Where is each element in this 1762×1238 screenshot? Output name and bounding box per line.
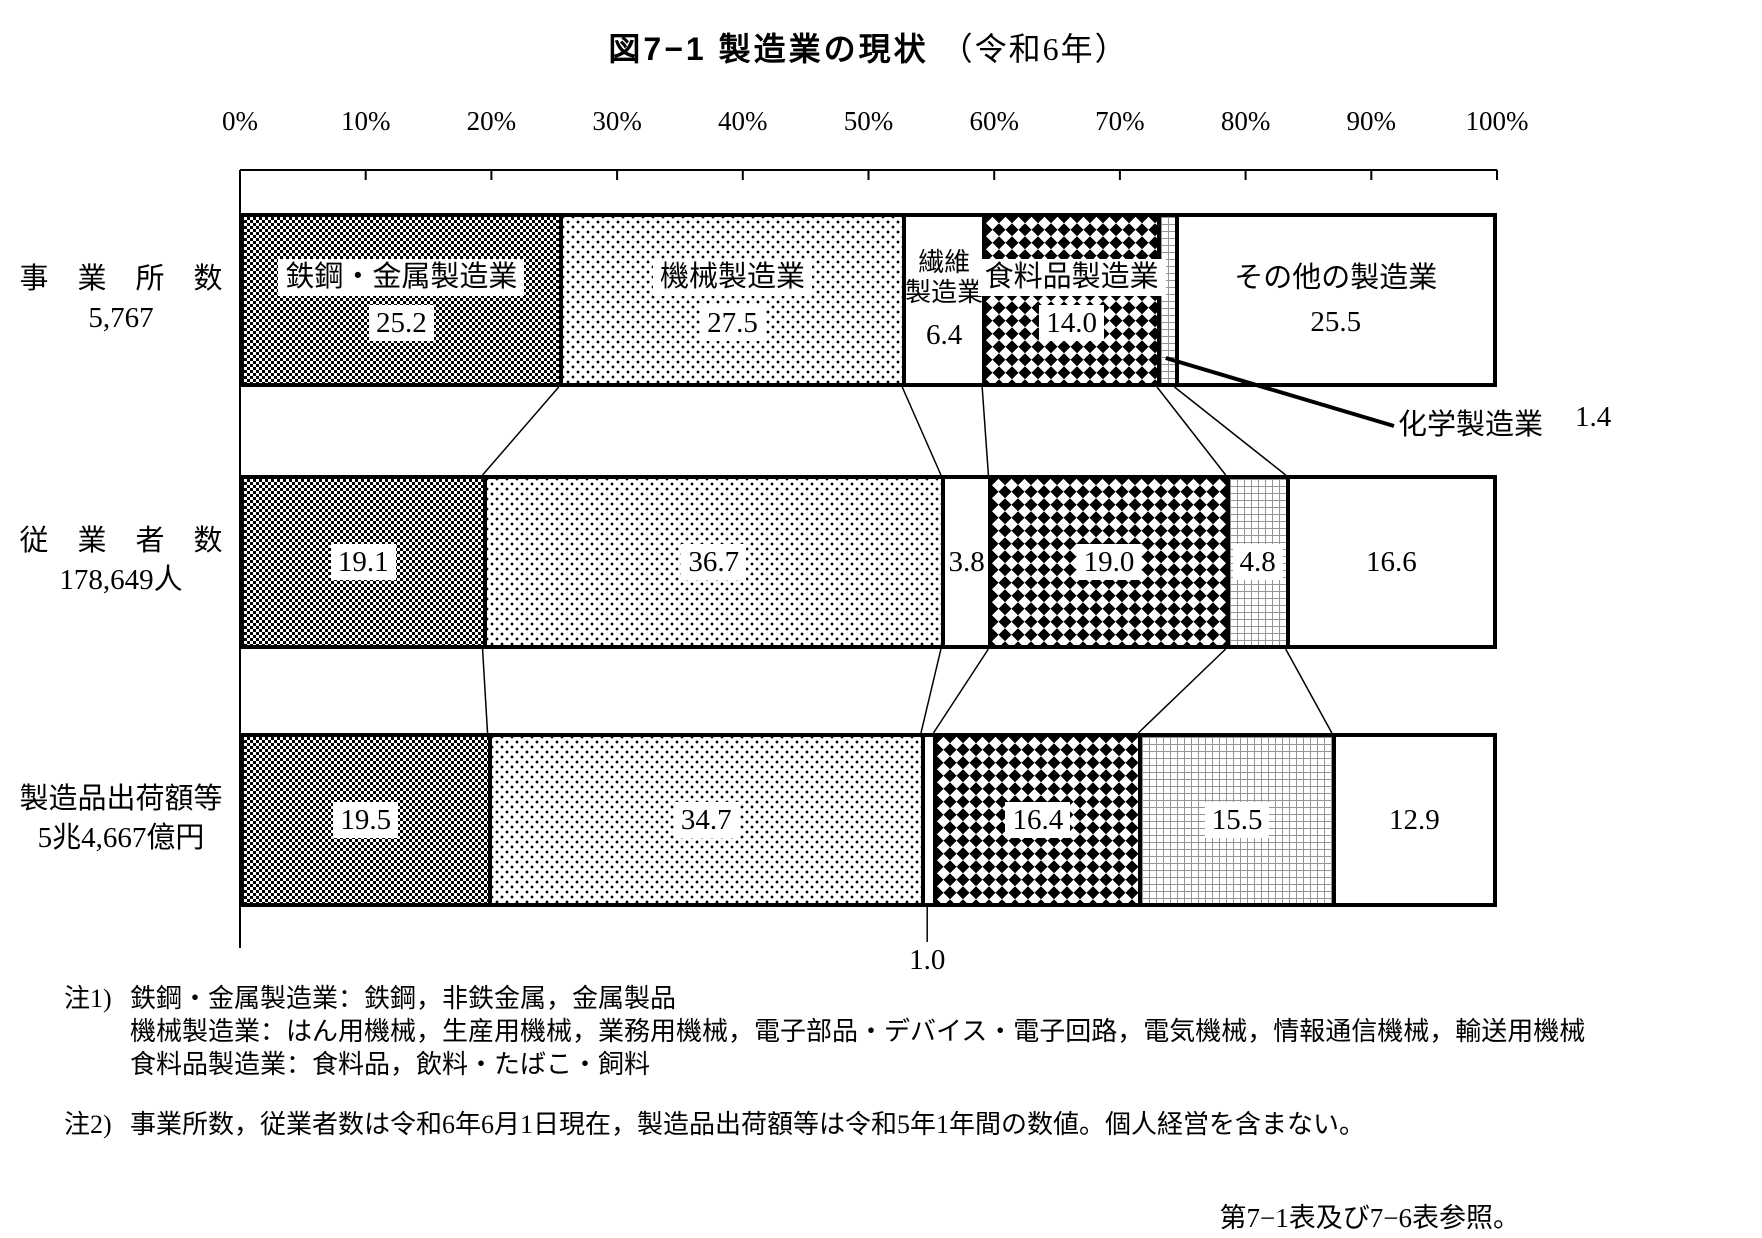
bar-0-segment-1: 機械製造業 27.5 — [558, 217, 903, 383]
note2-label: 注2) — [64, 1110, 112, 1139]
chart-title-era: （令和6年） — [940, 31, 1129, 67]
bar-0-segment-5: その他の製造業 25.5 — [1174, 217, 1493, 383]
chemical-callout-label: 化学製造業 — [1398, 409, 1544, 441]
segment-value-label: 3.8 — [948, 545, 985, 578]
bar-0-segment-0: 鉄鋼・金属製造業 25.2 — [244, 217, 559, 383]
axis-tick-label-50pct: 50% — [843, 106, 894, 136]
axis-tick-label-80pct: 80% — [1220, 106, 1271, 136]
segment-name-label: その他の製造業 — [1234, 262, 1438, 295]
segment-value-label: 34.7 — [673, 801, 739, 839]
segment-value-label: 4.8 — [1232, 543, 1283, 581]
axis-tick-label-60pct: 60% — [969, 106, 1019, 136]
bar-row-label-1: 従 業 者 数 178,649人 — [6, 522, 236, 600]
connector-line — [481, 648, 489, 734]
bar-2-segment-5: 12.9 — [1331, 737, 1493, 903]
note1-label: 注1) — [64, 984, 112, 1013]
note1-line-3: 食料品製造業：食料品，飲料・たばこ・飼料 — [130, 1050, 651, 1079]
row-label-total: 5兆4,667億円 — [37, 822, 205, 855]
axis-tick-label-40pct: 40% — [718, 106, 768, 136]
axis-tick-label-100pct: 100% — [1465, 106, 1529, 136]
row-label-name: 製造品出荷額等 — [19, 783, 223, 815]
chemical-callout: 化学製造業 1.4 — [1398, 401, 1611, 443]
row-label-total: 178,649人 — [59, 564, 183, 597]
bar-0-segment-2: 繊維製造業 6.4 — [902, 217, 984, 383]
chart-title: 図7−1 製造業の現状 （令和6年） — [240, 24, 1497, 70]
row-label-total: 5,767 — [88, 302, 154, 335]
source-reference: 第7−1表及び7−6表参照。 — [1219, 1203, 1520, 1233]
segment-value-label: 19.5 — [333, 801, 399, 839]
connector-line — [920, 648, 942, 734]
bar-row-0: 鉄鋼・金属製造業 25.2 機械製造業 27.5 繊維製造業 6.4 食料品製造業 14.0 そ… — [240, 213, 1497, 387]
segment-value-label: 27.5 — [700, 304, 765, 341]
segment-value-label: 12.9 — [1389, 803, 1440, 836]
bar-row-2: 19.5 34.7 16.4 15.5 12.9 — [240, 733, 1497, 907]
bar-2-segment-2 — [920, 737, 934, 903]
connector-line — [932, 648, 990, 734]
axis-tick-label-90pct: 90% — [1346, 106, 1397, 136]
row-label-name: 従 業 者 数 — [19, 525, 223, 557]
segment-value-label: 19.1 — [330, 543, 396, 581]
bar-row-label-0: 事 業 所 数 5,767 — [6, 260, 236, 338]
connector-line — [1137, 648, 1227, 734]
connector-line — [901, 386, 942, 476]
connector-line — [1174, 386, 1287, 476]
connector-line — [981, 386, 990, 476]
segment-name-label: 食料品製造業 — [977, 259, 1166, 296]
segment-value-label: 16.4 — [1005, 801, 1071, 839]
note1-line-1: 鉄鋼・金属製造業：鉄鋼，非鉄金属，金属製品 — [130, 984, 677, 1013]
segment-value-label: 16.6 — [1365, 545, 1417, 578]
connector-line — [481, 386, 560, 476]
connector-line — [1285, 648, 1333, 734]
bar-1-segment-4: 4.8 — [1225, 479, 1286, 645]
segment-value-label: 19.0 — [1076, 543, 1142, 581]
segment-value-label: 36.7 — [681, 543, 747, 581]
bar-0-segment-4 — [1157, 217, 1175, 383]
bar-1-segment-0: 19.1 — [244, 479, 483, 645]
bar-2-segment-0: 19.5 — [244, 737, 488, 903]
bar-1-segment-2: 3.8 — [940, 479, 989, 645]
bar-2-segment-3: 16.4 — [933, 737, 1139, 903]
bar-1-segment-5: 16.6 — [1285, 479, 1493, 645]
textile-callout-value: 1.0 — [909, 944, 946, 976]
chemical-callout-value: 1.4 — [1575, 401, 1612, 433]
bar-0-segment-3: 食料品製造業 14.0 — [977, 217, 1166, 383]
axis-tick-label-30pct: 30% — [592, 106, 642, 136]
segment-value-label: 25.5 — [1310, 305, 1362, 338]
bar-2-segment-1: 34.7 — [487, 737, 921, 903]
segment-value-label: 6.4 — [926, 319, 963, 352]
segment-name-label: 繊維製造業 — [905, 247, 984, 308]
bar-1-segment-3: 19.0 — [988, 479, 1226, 645]
bar-row-1: 19.1 36.7 3.8 19.0 4.8 16.6 — [240, 475, 1497, 649]
segment-value-label: 15.5 — [1204, 801, 1270, 839]
row-label-name: 事 業 所 数 — [19, 263, 223, 295]
segment-value-label: 14.0 — [1039, 304, 1104, 341]
segment-name-label: 鉄鋼・金属製造業 — [278, 259, 525, 296]
axis-tick-label-20pct: 20% — [466, 106, 517, 136]
connector-line — [1156, 386, 1227, 476]
segment-name-label: 機械製造業 — [652, 259, 812, 296]
axis-tick-label-70pct: 70% — [1095, 106, 1145, 136]
bar-2-segment-4: 15.5 — [1138, 737, 1332, 903]
segment-value-label: 25.2 — [368, 304, 434, 341]
axis-tick-label-0pct: 0% — [222, 106, 258, 136]
bar-row-label-2: 製造品出荷額等 5兆4,667億円 — [6, 780, 236, 858]
note2-text: 事業所数，従業者数は令和6年6月1日現在，製造品出荷額等は令和5年1年間の数値。… — [130, 1110, 1366, 1139]
axis-tick-label-10pct: 10% — [340, 106, 391, 136]
note1-line-2: 機械製造業：はん用機械，生産用機械，業務用機械，電子部品・デバイス・電子回路，電… — [130, 1017, 1586, 1046]
bar-1-segment-1: 36.7 — [482, 479, 941, 645]
chart-title-main: 図7−1 製造業の現状 — [608, 31, 929, 67]
